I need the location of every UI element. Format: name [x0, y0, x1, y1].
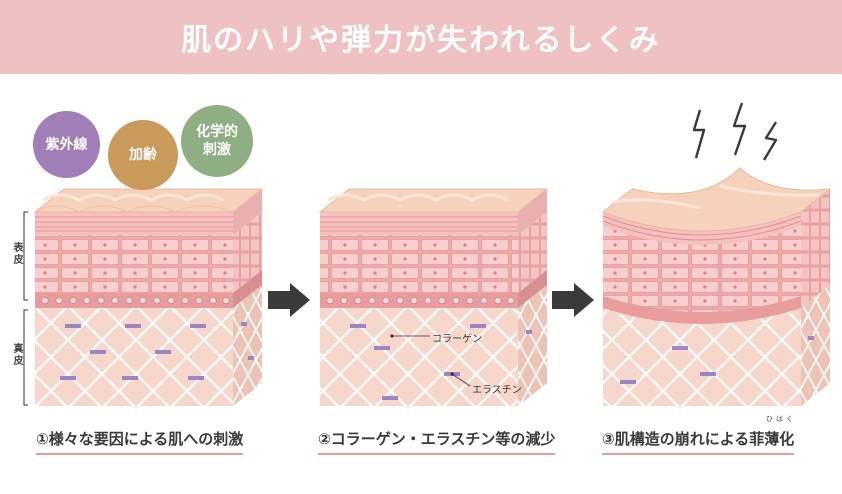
ruby-text: ひはく	[766, 415, 796, 423]
elastin-label: エラスチン	[472, 385, 522, 396]
factor-aging-bubble: 加齢	[108, 120, 178, 190]
skin-block-1	[33, 188, 264, 406]
factor-chemical-label: 化学的 刺激	[196, 124, 238, 158]
skin-block-3	[602, 102, 832, 406]
caption-step-2: ②コラーゲン・エラスチン等の減少	[318, 428, 556, 455]
page-title: 肌のハリや弾力が失われるしくみ	[181, 23, 661, 58]
dermis-label: 真皮	[11, 343, 22, 367]
factor-aging-label: 加齢	[129, 147, 157, 163]
arrow-2	[552, 283, 594, 317]
arrow-1	[268, 283, 310, 317]
factor-uv-bubble: 紫外線	[33, 111, 100, 178]
skin-block-2	[318, 188, 549, 406]
caption-step-3: ③肌構造の崩れによる菲薄化	[602, 428, 795, 455]
title-banner: 肌のハリや弾力が失われるしくみ	[0, 0, 842, 74]
factor-chemical-bubble: 化学的 刺激	[181, 105, 253, 177]
factor-uv-label: 紫外線	[45, 136, 88, 153]
caption-step-1: ①様々な要因による肌への刺激	[36, 428, 244, 455]
collagen-label: コラーゲン	[432, 334, 482, 345]
epidermis-label: 表皮	[11, 242, 22, 266]
